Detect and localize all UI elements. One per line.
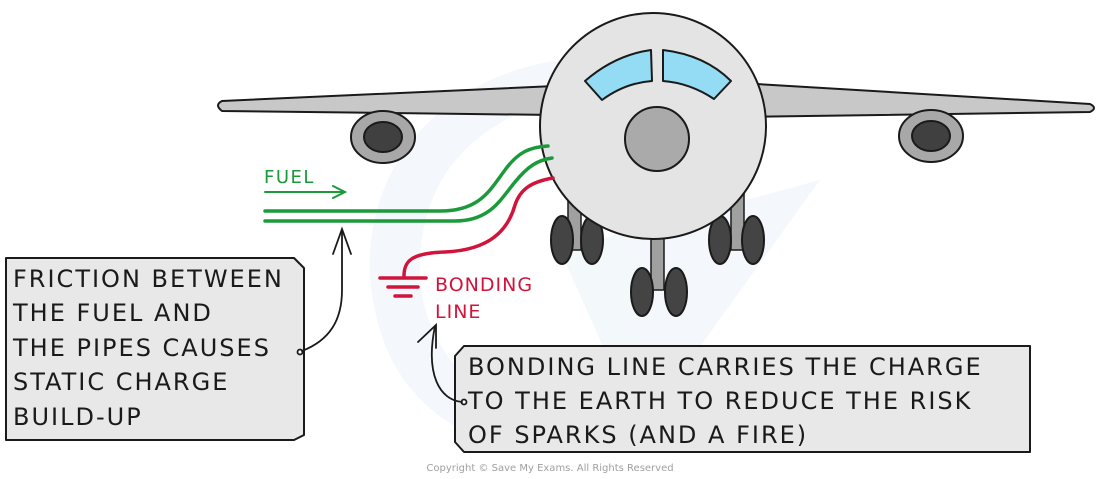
- earth-symbol-icon: [378, 276, 428, 298]
- bonding-line-1: BONDING LINE CARRIES THE CHARGE: [468, 353, 983, 381]
- wheel: [741, 215, 765, 265]
- copyright-notice: Copyright © Save My Exams. All Rights Re…: [426, 463, 673, 474]
- wheel: [630, 267, 654, 317]
- friction-callout-box: [5, 257, 305, 441]
- friction-line-2: THE FUEL AND: [12, 299, 213, 327]
- cockpit-window-right: [662, 49, 732, 100]
- friction-line-5: BUILD-UP: [13, 403, 143, 431]
- cockpit-window-left: [584, 49, 653, 101]
- bonding-line-label-2: LINE: [435, 301, 481, 323]
- bonding-line-3: OF SPARKS (AND A FIRE): [468, 421, 808, 449]
- right-engine: [898, 109, 964, 163]
- bonding-line-2: TO THE EARTH TO REDUCE THE RISK: [467, 387, 972, 415]
- bonding-line-label-1: BONDING: [435, 274, 533, 296]
- friction-callout-text: FRICTION BETWEEN THE FUEL AND THE PIPES …: [12, 265, 284, 431]
- fuel-label: FUEL: [264, 167, 315, 188]
- left-engine: [350, 110, 416, 164]
- right-wing: [739, 82, 1095, 118]
- bonding-pointer-arrow: [417, 322, 468, 406]
- friction-line-3: THE PIPES CAUSES: [12, 334, 271, 362]
- nose-cone: [624, 106, 690, 172]
- wheel: [550, 215, 574, 265]
- fuel-arrow-icon: [264, 185, 348, 199]
- fuel-pipes: [263, 144, 554, 223]
- left-wing: [217, 85, 556, 116]
- bonding-callout-box: [454, 345, 1031, 453]
- friction-pointer-arrow: [296, 226, 352, 356]
- friction-line-1: FRICTION BETWEEN: [13, 265, 284, 293]
- wheel: [664, 267, 688, 317]
- bonding-line: [402, 176, 555, 278]
- bonding-callout-text: BONDING LINE CARRIES THE CHARGE TO THE E…: [467, 353, 983, 449]
- friction-line-4: STATIC CHARGE: [13, 368, 229, 396]
